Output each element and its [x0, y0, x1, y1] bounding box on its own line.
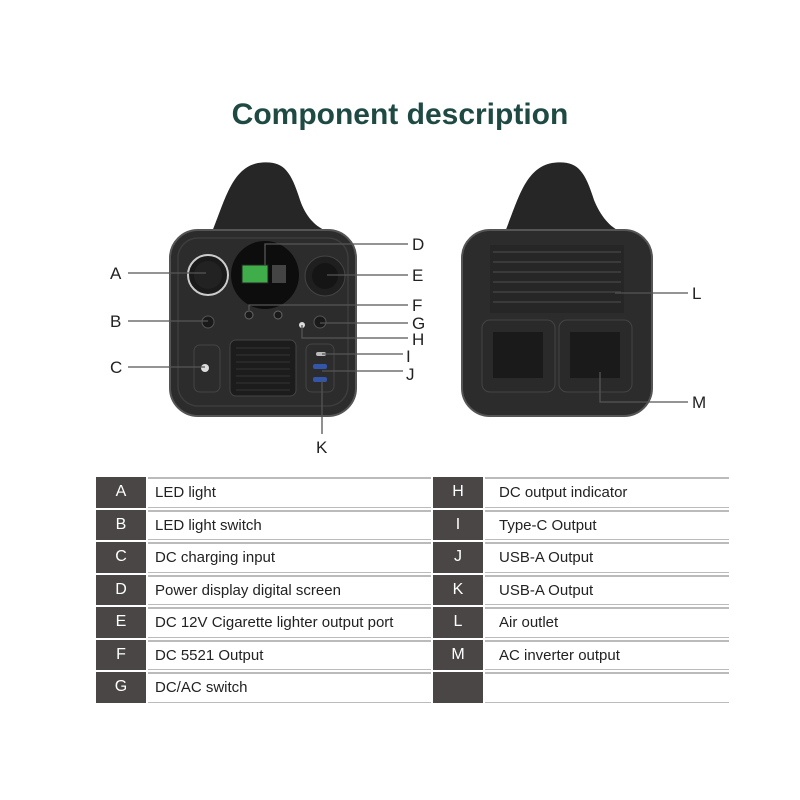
component-key: C — [96, 542, 146, 573]
usb-a-port — [313, 364, 327, 369]
component-desc: Power display digital screen — [148, 574, 431, 605]
component-key: F — [96, 639, 146, 670]
callout-e: E — [412, 266, 423, 285]
product-diagram: A B C D E F G H I J K L M — [110, 162, 706, 457]
component-desc: AC inverter output — [485, 639, 729, 670]
component-key: L — [433, 607, 483, 638]
component-key: B — [96, 509, 146, 540]
component-desc — [485, 672, 729, 703]
device-back — [461, 162, 653, 417]
led-light — [187, 254, 229, 296]
callout-c: C — [110, 358, 122, 377]
callout-lines — [128, 243, 688, 434]
component-desc: DC 5521 Output — [148, 639, 431, 670]
callout-i: I — [406, 347, 411, 366]
component-key: A — [96, 477, 146, 508]
component-key: G — [96, 672, 146, 703]
component-key: D — [96, 574, 146, 605]
callout-g: G — [412, 314, 425, 333]
callout-h: H — [412, 330, 424, 349]
callout-j: J — [406, 365, 415, 384]
component-key: H — [433, 477, 483, 508]
dc-ac-switch — [313, 315, 327, 329]
component-key: I — [433, 509, 483, 540]
component-key: M — [433, 639, 483, 670]
cigarette-lighter-port — [304, 255, 346, 297]
callout-m: M — [692, 393, 706, 412]
component-desc: LED light switch — [148, 509, 431, 540]
page-title: Component description — [231, 98, 569, 131]
component-desc: USB-A Output — [485, 542, 729, 573]
component-key: K — [433, 574, 483, 605]
component-desc: DC charging input — [148, 542, 431, 573]
callout-f: F — [412, 296, 422, 315]
callout-b: B — [110, 312, 121, 331]
component-desc: DC output indicator — [485, 477, 729, 508]
callout-l: L — [692, 284, 701, 303]
device-front — [169, 162, 357, 417]
component-desc: USB-A Output — [485, 574, 729, 605]
usb-a-port — [313, 377, 327, 382]
vent-grille — [229, 339, 297, 397]
callout-d: D — [412, 235, 424, 254]
callout-a: A — [110, 264, 122, 283]
component-desc: DC 12V Cigarette lighter output port — [148, 607, 431, 638]
component-key: E — [96, 607, 146, 638]
component-desc: DC/AC switch — [148, 672, 431, 703]
component-key — [433, 672, 483, 703]
dc5521-port — [244, 310, 254, 320]
component-desc: LED light — [148, 477, 431, 508]
usb-panel — [305, 343, 335, 393]
led-switch — [201, 315, 215, 329]
dc-input-panel — [193, 344, 221, 393]
component-desc: Air outlet — [485, 607, 729, 638]
component-key: J — [433, 542, 483, 573]
callout-k: K — [316, 438, 328, 457]
component-desc: Type-C Output — [485, 509, 729, 540]
type-c-port — [316, 352, 326, 356]
dc5521-port — [273, 310, 283, 320]
display-screen — [231, 241, 299, 309]
